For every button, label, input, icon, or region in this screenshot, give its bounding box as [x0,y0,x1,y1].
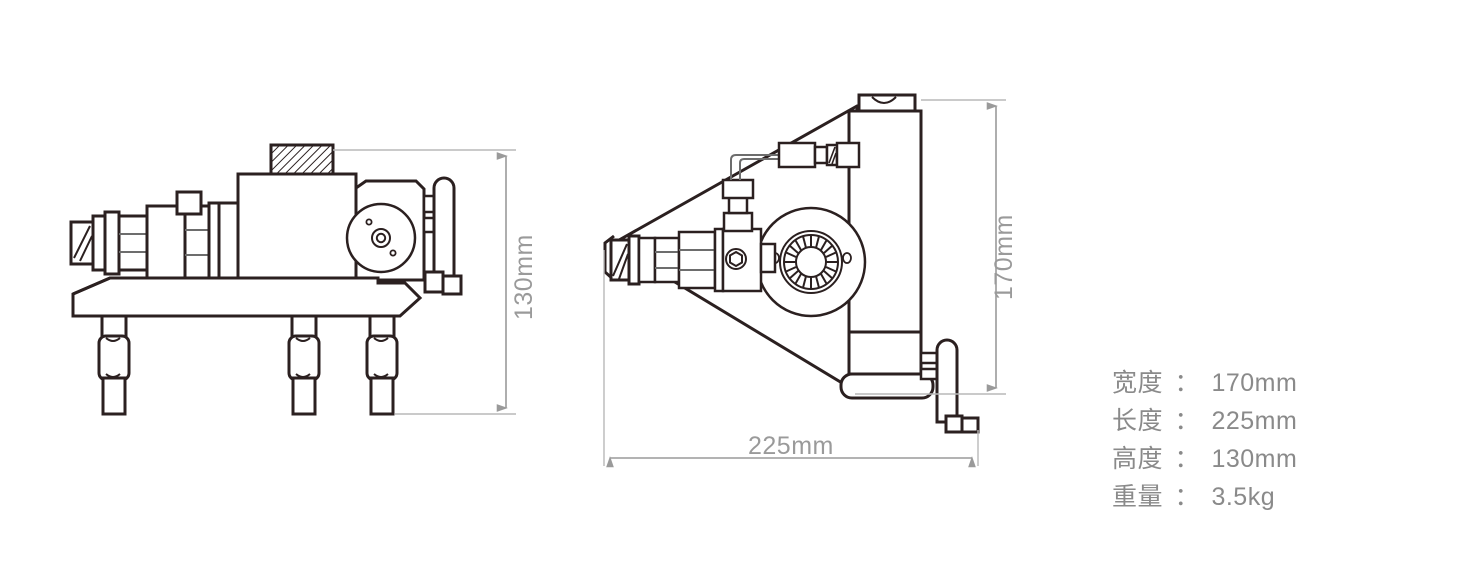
crank-handle [919,338,980,434]
rotary-flange-disc [345,202,417,274]
spec-value-length: 225mm [1211,407,1298,435]
impeller-blades [784,235,838,289]
dimension-width-label: 170mm [990,214,1018,300]
spec-separator: ： [1174,407,1200,435]
top-cap [857,93,917,113]
spec-value-weight: 3.5kg [1211,483,1276,511]
spec-label-length: 长度 [1112,407,1164,435]
inline-couplings [777,141,861,169]
spec-value-height: 130mm [1211,445,1298,473]
dimension-length-label: 225mm [748,432,834,460]
specification-list: 宽度 ： 170mm 长度 ： 225mm 高度 ： 130mm 重量 ： 3.… [1112,364,1412,516]
dimension-height [333,149,516,415]
tube-routing [730,154,779,180]
front-valve-barrel [637,227,725,293]
leg-middle [287,314,321,416]
leg-right [365,314,399,416]
dimension-length [603,250,979,468]
impeller-assembly [755,206,867,318]
spec-label-height: 高度 [1112,445,1164,473]
spec-value-width: 170mm [1211,369,1298,397]
spec-row-width: 宽度 ： 170mm [1112,364,1412,402]
side-elevation-view [69,143,516,416]
indicator-post [175,190,203,216]
spec-row-weight: 重量 ： 3.5kg [1112,478,1412,516]
spec-separator: ： [1174,445,1200,473]
spec-separator: ： [1174,369,1200,397]
dimension-height-label: 130mm [510,234,538,320]
front-body-block [847,109,923,376]
hatched-top-block [269,143,335,177]
hex-valve-body [721,227,777,293]
spec-label-width: 宽度 [1112,369,1164,397]
main-body-block [236,172,358,284]
leg-left [97,314,131,416]
spec-row-length: 长度 ： 225mm [1112,402,1412,440]
base-plate [71,276,423,318]
nozzle-tip [69,214,107,272]
spec-separator: ： [1174,483,1200,511]
handle-bar [422,176,463,296]
bottom-roller-bar [839,372,935,400]
dimension-width [855,99,1006,395]
spec-row-height: 高度 ： 130mm [1112,440,1412,478]
vertical-fitting-stack [721,178,755,233]
nozzle-collar [103,210,149,276]
front-nozzle-tip [609,234,641,286]
front-elevation-view [603,93,1006,468]
valve-barrel [145,204,211,280]
spec-label-weight: 重量 [1112,483,1164,511]
